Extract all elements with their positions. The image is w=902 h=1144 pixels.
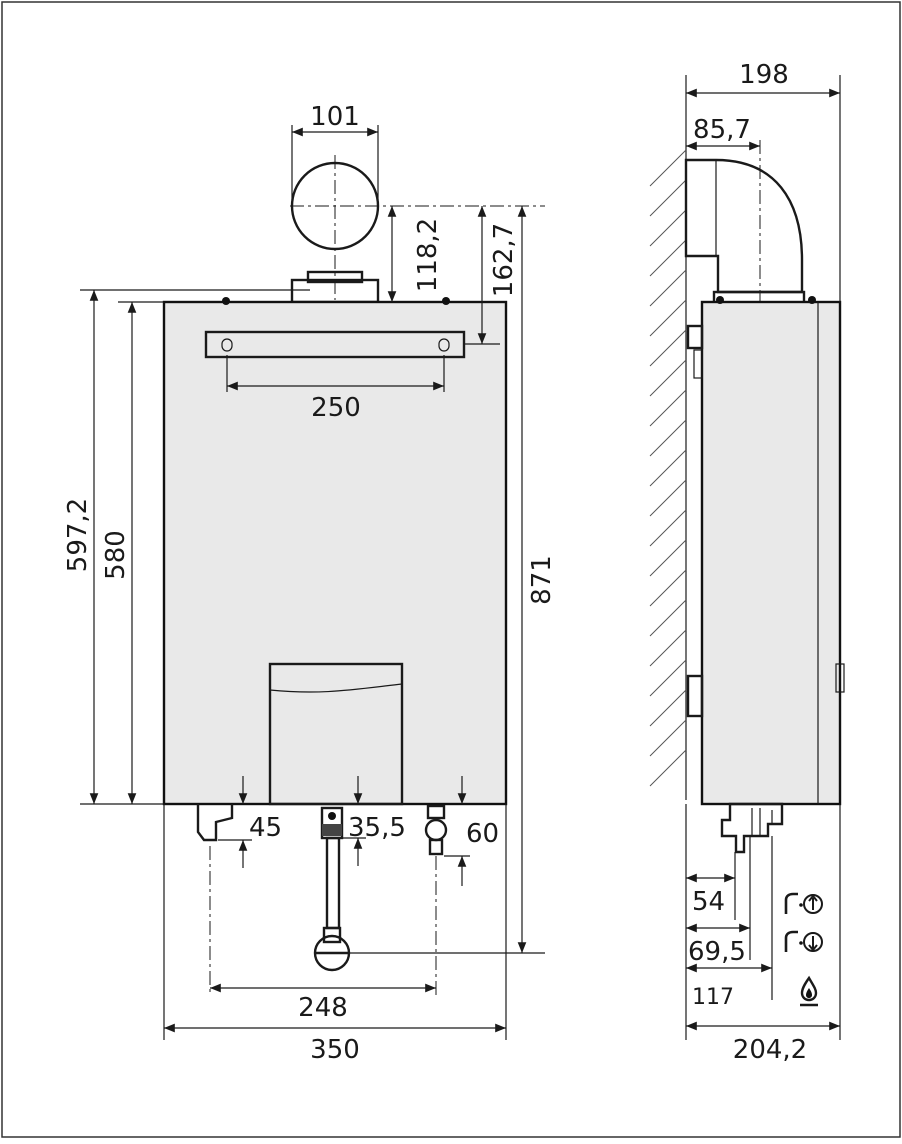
dim-bracket-width: 250 <box>311 393 361 423</box>
cold-water-inlet-icon <box>784 930 823 952</box>
dim-connection-spacing: 248 <box>298 993 348 1023</box>
dim-depth-total: 198 <box>739 60 789 90</box>
dim-flue-to-bracket: 162,7 <box>489 223 519 297</box>
side-view: 198 85,7 54 69,5 117 204,2 <box>649 60 845 1065</box>
hot-water-outlet-icon <box>784 892 823 914</box>
dim-depth-bottom: 204,2 <box>733 1035 807 1065</box>
dim-flue-diameter: 101 <box>310 102 360 132</box>
dim-width: 350 <box>310 1035 360 1065</box>
flue-elbow <box>684 158 804 294</box>
front-casing <box>162 300 508 806</box>
control-panel <box>268 662 404 806</box>
gas-flame-icon <box>800 975 818 1007</box>
dim-flue-to-top: 118,2 <box>413 218 443 292</box>
water-connection <box>426 804 446 820</box>
dim-conn-depth-3: 117 <box>692 985 734 1010</box>
wall-hatch <box>649 149 687 787</box>
dim-height-overall: 597,2 <box>63 498 93 572</box>
dim-conn-depth-2: 69,5 <box>688 937 746 967</box>
dim-total-height: 871 <box>527 555 557 605</box>
dim-height-casing: 580 <box>101 530 131 580</box>
front-view: 101 118,2 162,7 871 250 597,2 580 45 <box>63 102 557 1065</box>
side-casing <box>700 300 842 806</box>
dim-flue-center-depth: 85,7 <box>693 115 751 145</box>
dim-water-offset: 60 <box>466 819 499 849</box>
dim-gas-offset: 35,5 <box>348 813 406 843</box>
drain-connection <box>196 804 234 842</box>
dim-conn-depth-1: 54 <box>692 887 725 917</box>
side-connections <box>720 802 784 854</box>
dim-drain-offset: 45 <box>249 813 282 843</box>
